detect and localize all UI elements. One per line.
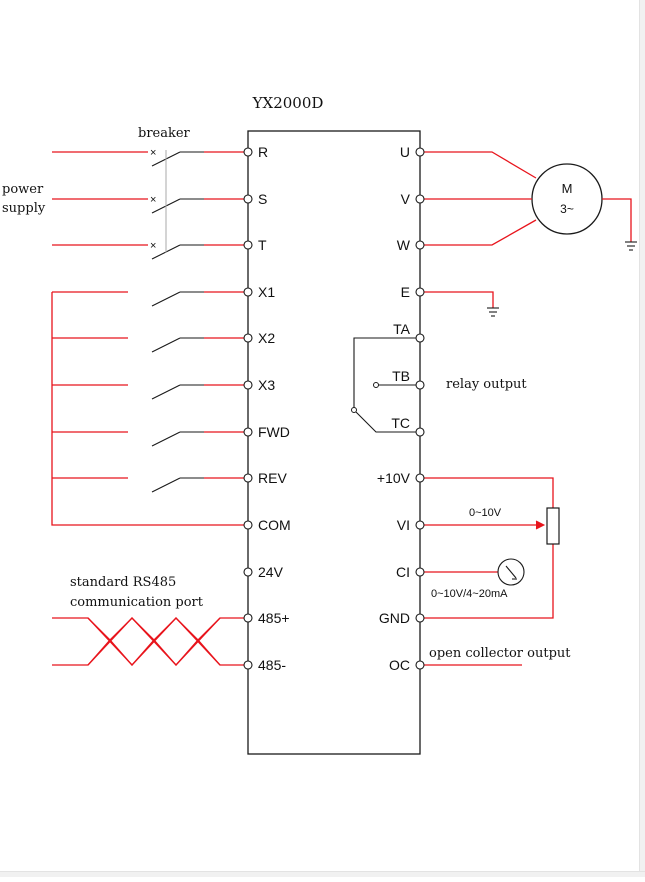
gnd-wire — [424, 544, 554, 619]
terminal-label-485+: 485+ — [258, 610, 290, 626]
power-supply-label-line2: supply — [2, 201, 46, 216]
relay-ta-line — [353, 337, 416, 410]
earth-wire — [424, 291, 494, 308]
input-switch-blade — [151, 337, 181, 353]
rs485-cross-b — [87, 617, 221, 666]
terminal-circle-v — [415, 194, 425, 204]
rs485-plus-wire — [52, 617, 244, 641]
terminal-label-x3: X3 — [258, 377, 275, 393]
terminal-label-24v: 24V — [258, 564, 284, 580]
terminal-label-x2: X2 — [258, 330, 275, 346]
terminal-circle-tc — [415, 427, 425, 437]
black-lines: × × × — [150, 147, 637, 586]
com-bus-wire — [51, 292, 244, 526]
terminal-label-oc: OC — [389, 657, 410, 673]
w-phase-wire — [424, 219, 537, 246]
terminal-circle-x1 — [243, 287, 253, 297]
open-collector-label: open collector output — [429, 646, 571, 661]
terminal-circle-fwd — [243, 427, 253, 437]
input-switch-blade — [151, 291, 181, 307]
relay-tc-line — [355, 411, 416, 433]
terminal-circle-vi — [415, 520, 425, 530]
terminal-circle-com — [243, 520, 253, 530]
breaker-label: breaker — [138, 126, 191, 141]
terminal-circle-tb — [415, 380, 425, 390]
terminal-label-com: COM — [258, 517, 291, 533]
terminal-label-ta: TA — [393, 321, 411, 337]
terminal-circle-ta — [415, 333, 425, 343]
terminal-circle-rev — [243, 473, 253, 483]
rs485-label-line1: standard RS485 — [70, 575, 176, 590]
meter-needle — [505, 565, 517, 579]
motor-phase-label: 3~ — [560, 202, 574, 216]
terminal-label-t: T — [258, 237, 267, 253]
terminal-label-tb: TB — [392, 368, 410, 384]
terminal-circle-t — [243, 240, 253, 250]
potentiometer-body — [546, 507, 560, 545]
terminal-circle-485+ — [243, 613, 253, 623]
terminal-label-ci: CI — [396, 564, 410, 580]
right-terminal-strip: U V W E TA TB TC +10V VI CI GND OC — [377, 144, 425, 673]
terminal-circle-e — [415, 287, 425, 297]
motor-ground-wire — [602, 198, 632, 242]
meter-range-label: 0~10V/4~20mA — [431, 588, 508, 600]
potentiometer-wiper-arrow — [535, 520, 546, 530]
terminal-label-tc: TC — [391, 415, 410, 431]
terminal-label-rev: REV — [258, 470, 287, 486]
terminal-circle-s — [243, 194, 253, 204]
terminal-label-u: U — [400, 144, 410, 160]
voltage-range-label: 0~10V — [469, 507, 502, 519]
terminal-circle-gnd — [415, 613, 425, 623]
terminal-circle-oc — [415, 660, 425, 670]
terminal-circle-w — [415, 240, 425, 250]
terminal-label-485-: 485- — [258, 657, 286, 673]
terminal-label-r: R — [258, 144, 268, 160]
terminal-circle-u — [415, 147, 425, 157]
terminal-circle-x3 — [243, 380, 253, 390]
window-bottom-edge — [0, 871, 645, 877]
terminal-label-vi: VI — [397, 517, 410, 533]
motor-circle — [531, 163, 603, 235]
breaker-contact-mark: × — [150, 240, 156, 252]
plus10v-wire — [424, 477, 554, 508]
input-switch-blade — [151, 477, 181, 493]
diagram-title: YX2000D — [252, 94, 324, 112]
u-phase-wire — [424, 151, 537, 179]
terminal-label-e: E — [401, 284, 410, 300]
power-supply-label-line1: power — [2, 182, 44, 197]
terminal-label-w: W — [397, 237, 411, 253]
terminal-circle-x2 — [243, 333, 253, 343]
relay-pivot — [351, 407, 357, 413]
relay-tb-contact — [373, 382, 379, 388]
terminal-circle-485- — [243, 660, 253, 670]
terminal-circle-r — [243, 147, 253, 157]
controller-box — [247, 130, 421, 755]
terminal-label-x1: X1 — [258, 284, 275, 300]
terminal-circle-+10v — [415, 473, 425, 483]
terminal-label-fwd: FWD — [258, 424, 290, 440]
terminal-circle-ci — [415, 567, 425, 577]
terminal-circle-24v — [243, 567, 253, 577]
terminal-label-v: V — [401, 191, 411, 207]
input-switch-blade — [151, 384, 181, 400]
window-right-edge — [639, 0, 645, 877]
wires — [51, 151, 632, 666]
rs485-minus-wire — [52, 639, 244, 666]
terminal-label-gnd: GND — [379, 610, 410, 626]
relay-output-label: relay output — [446, 377, 527, 392]
motor-label: M — [562, 181, 573, 196]
terminal-label-+10v: +10V — [377, 470, 411, 486]
input-switch-blade — [151, 431, 181, 447]
breaker-contact-mark: × — [150, 147, 156, 159]
breaker-contact-mark: × — [150, 194, 156, 206]
rs485-label-line2: communication port — [70, 595, 204, 610]
terminal-label-s: S — [258, 191, 267, 207]
